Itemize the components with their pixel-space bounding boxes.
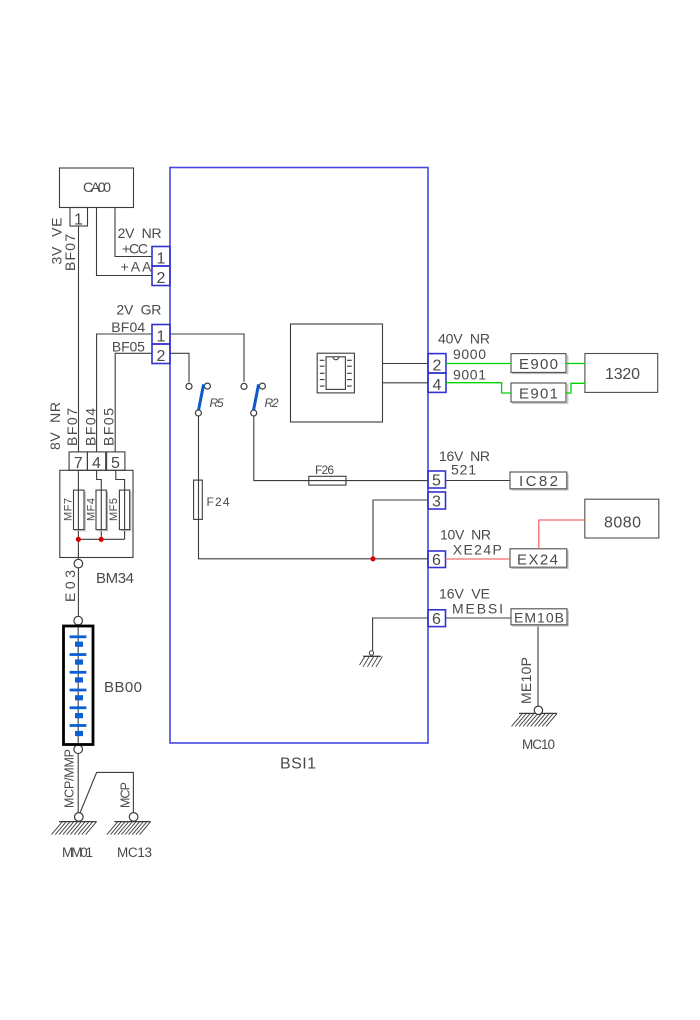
svg-text:BF07: BF07 bbox=[62, 234, 78, 271]
svg-text:1: 1 bbox=[157, 251, 166, 268]
svg-text:2: 2 bbox=[433, 358, 442, 375]
svg-text:BF05: BF05 bbox=[101, 408, 117, 446]
svg-text:5: 5 bbox=[432, 473, 441, 490]
svg-text:BF04: BF04 bbox=[83, 408, 99, 446]
svg-text:ME10P: ME10P bbox=[518, 657, 534, 704]
svg-text:8080: 8080 bbox=[604, 515, 641, 532]
svg-text:1: 1 bbox=[157, 329, 166, 346]
svg-text:6: 6 bbox=[432, 611, 441, 628]
svg-text:MCP: MCP bbox=[119, 782, 133, 808]
svg-text:10V NR: 10V NR bbox=[440, 527, 491, 543]
svg-text:8V NR: 8V NR bbox=[47, 402, 63, 450]
svg-text:MC13: MC13 bbox=[117, 845, 152, 860]
svg-text:MM01: MM01 bbox=[62, 845, 93, 860]
svg-text:+AA: +AA bbox=[121, 259, 153, 275]
svg-text:R2: R2 bbox=[265, 396, 279, 410]
svg-text:XE24P: XE24P bbox=[453, 542, 502, 558]
svg-text:2V GR: 2V GR bbox=[116, 302, 161, 318]
svg-text:BSI1: BSI1 bbox=[280, 756, 316, 773]
svg-text:9000: 9000 bbox=[453, 346, 486, 362]
svg-text:521: 521 bbox=[451, 462, 476, 478]
svg-text:E03: E03 bbox=[62, 570, 78, 602]
svg-text:BF04: BF04 bbox=[111, 319, 145, 335]
svg-text:MF5: MF5 bbox=[108, 498, 120, 521]
svg-text:16V VE: 16V VE bbox=[439, 586, 490, 602]
svg-text:CA00: CA00 bbox=[83, 179, 111, 195]
svg-text:7: 7 bbox=[74, 455, 83, 472]
svg-text:EX24: EX24 bbox=[517, 552, 558, 569]
svg-text:F26: F26 bbox=[315, 463, 334, 477]
svg-text:MF7: MF7 bbox=[63, 498, 75, 521]
svg-text:BF05: BF05 bbox=[112, 339, 145, 355]
svg-text:3V VE: 3V VE bbox=[49, 218, 65, 265]
svg-text:E901: E901 bbox=[519, 386, 558, 403]
svg-text:R5: R5 bbox=[210, 396, 224, 410]
svg-text:6: 6 bbox=[432, 552, 441, 569]
svg-text:IC82: IC82 bbox=[519, 473, 558, 490]
svg-text:4: 4 bbox=[92, 455, 101, 472]
svg-text:2: 2 bbox=[157, 270, 166, 287]
svg-text:MEBSI: MEBSI bbox=[452, 601, 503, 617]
svg-text:BM34: BM34 bbox=[96, 570, 134, 587]
svg-text:F24: F24 bbox=[207, 495, 230, 509]
svg-text:1: 1 bbox=[74, 212, 83, 229]
svg-text:2: 2 bbox=[157, 348, 166, 365]
svg-text:1320: 1320 bbox=[605, 366, 640, 383]
svg-text:BB00: BB00 bbox=[104, 679, 142, 696]
svg-text:5: 5 bbox=[111, 455, 120, 472]
svg-text:MF4: MF4 bbox=[86, 498, 98, 521]
svg-text:40V NR: 40V NR bbox=[438, 331, 490, 347]
svg-text:EM10B: EM10B bbox=[514, 610, 564, 626]
svg-text:E900: E900 bbox=[519, 356, 558, 373]
svg-text:+CC: +CC bbox=[122, 241, 148, 257]
svg-text:2V NR: 2V NR bbox=[118, 225, 162, 241]
svg-text:3: 3 bbox=[432, 494, 441, 511]
svg-text:MC10: MC10 bbox=[522, 737, 555, 752]
svg-text:4: 4 bbox=[433, 377, 442, 394]
svg-text:16V NR: 16V NR bbox=[439, 448, 490, 464]
svg-text:9001: 9001 bbox=[453, 367, 486, 383]
svg-text:BF07: BF07 bbox=[64, 408, 80, 446]
svg-text:MCP/MMP: MCP/MMP bbox=[63, 749, 77, 808]
